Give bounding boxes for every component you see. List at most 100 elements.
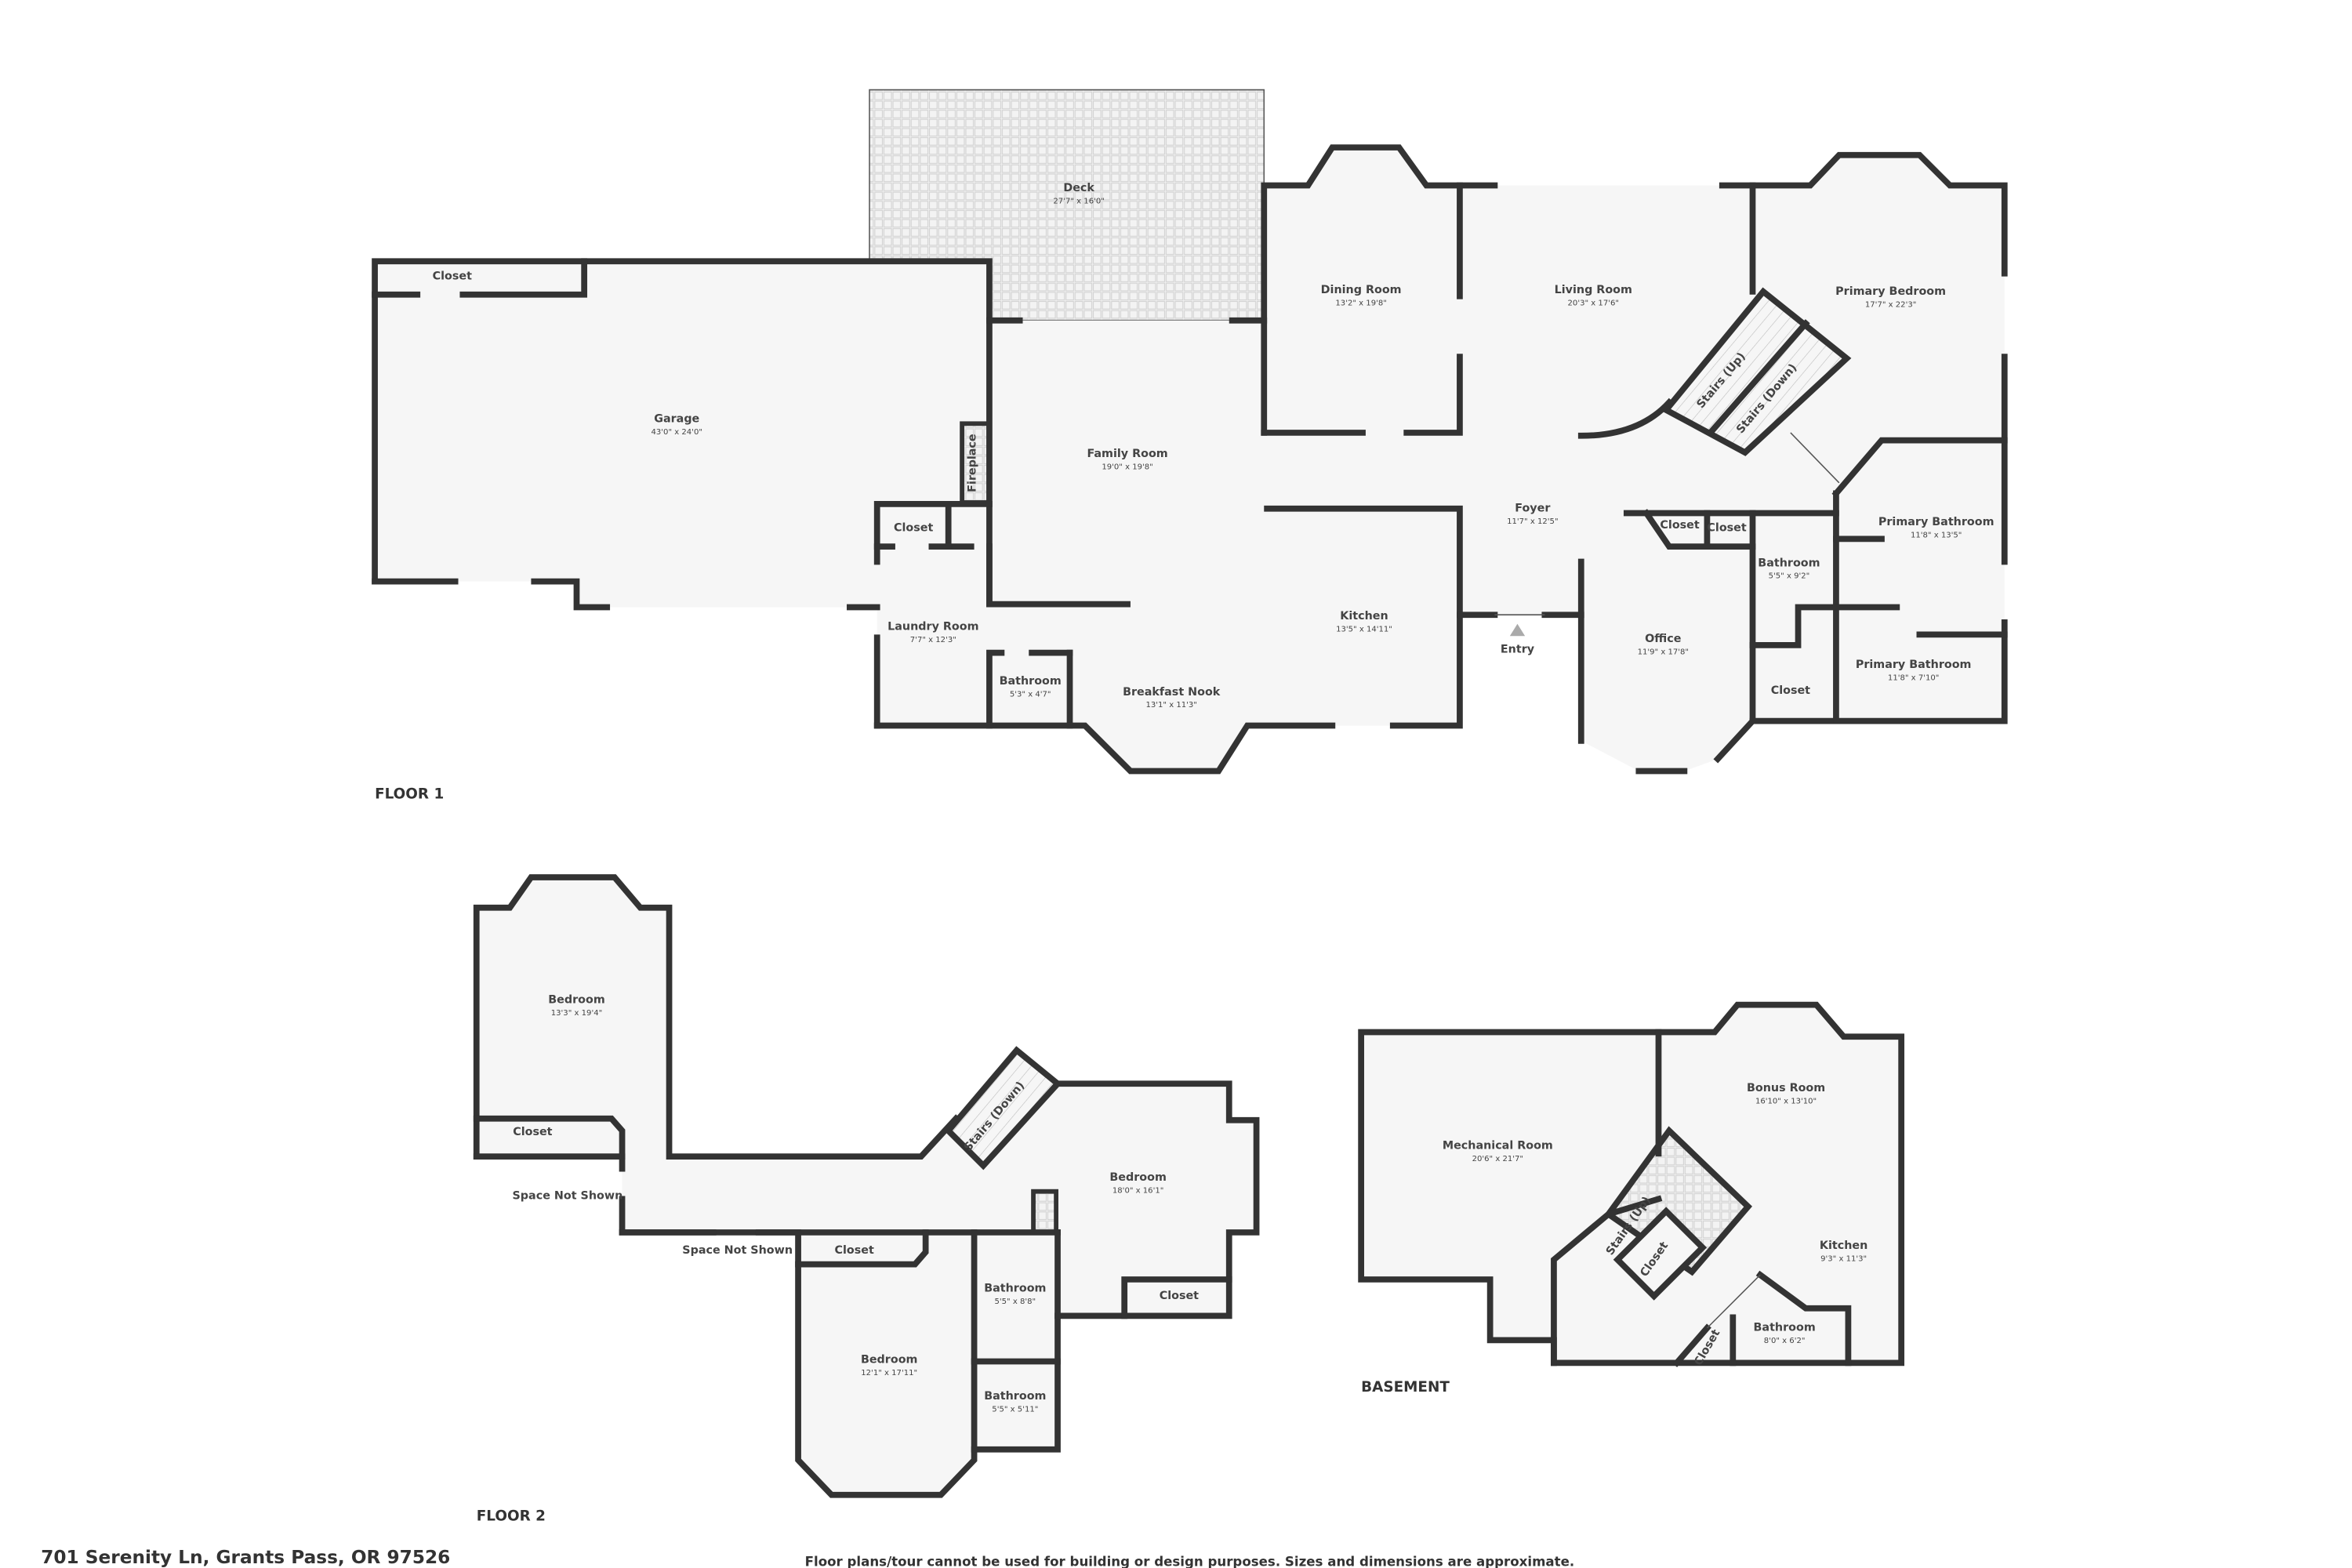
room-label-closet: Closet xyxy=(513,1126,552,1138)
room-name: Bonus Room xyxy=(1747,1082,1825,1094)
basement-label: BASEMENT xyxy=(1361,1379,1450,1396)
room-label-space-not-shown: Space Not Shown xyxy=(682,1244,793,1257)
room-name: Primary Bedroom xyxy=(1835,285,1946,298)
room-name: Garage xyxy=(654,412,699,425)
room-name: Bathroom xyxy=(984,1390,1046,1403)
room-dimensions: 13'1" x 11'3" xyxy=(1145,701,1196,710)
room-label-bedroom: Bedroom 18'0" x 16'1" xyxy=(1109,1171,1167,1195)
room-label-mechanical-room: Mechanical Room 20'6" x 21'7" xyxy=(1443,1139,1553,1163)
room-label-closet: Closet xyxy=(1771,684,1810,697)
room-dimensions: 16'10" x 13'10" xyxy=(1755,1097,1817,1105)
room-name: Closet xyxy=(1771,684,1810,697)
room-name: Bathroom xyxy=(1758,557,1820,569)
room-dimensions: 5'3" x 4'7" xyxy=(1010,691,1051,699)
room-dimensions: 13'2" x 19'8" xyxy=(1335,299,1386,307)
garage-floor xyxy=(375,261,989,608)
disclaimer: Floor plans/tour cannot be used for buil… xyxy=(805,1555,1575,1568)
room-dimensions: 11'8" x 7'10" xyxy=(1888,673,1939,682)
room-label-laundry-room: Laundry Room 7'7" x 12'3" xyxy=(887,621,978,644)
room-label-dining-room: Dining Room 13'2" x 19'8" xyxy=(1321,284,1402,307)
room-name: Closet xyxy=(513,1126,552,1138)
floor-2-label: FLOOR 2 xyxy=(477,1508,546,1525)
room-name: Dining Room xyxy=(1321,284,1402,296)
room-dimensions: 13'5" x 14'11" xyxy=(1336,625,1392,633)
room-name: Kitchen xyxy=(1820,1240,1867,1252)
room-dimensions: 9'3" x 11'3" xyxy=(1820,1255,1867,1264)
floor-1-label: FLOOR 1 xyxy=(375,786,444,802)
room-dimensions: 27'7" x 16'0" xyxy=(1053,198,1104,206)
room-label-kitchen: Kitchen 13'5" x 14'11" xyxy=(1336,610,1392,633)
room-label-bonus-room: Bonus Room 16'10" x 13'10" xyxy=(1747,1082,1825,1105)
room-dimensions: 5'5" x 5'11" xyxy=(992,1405,1038,1414)
room-label-bathroom: Bathroom 5'3" x 4'7" xyxy=(1000,675,1062,699)
room-name: Bathroom xyxy=(1000,675,1062,688)
room-name: Closet xyxy=(1707,522,1746,535)
room-label-bedroom: Bedroom 13'3" x 19'4" xyxy=(548,994,604,1018)
room-dimensions: 13'3" x 19'4" xyxy=(551,1009,602,1018)
room-label-bedroom: Bedroom 12'1" x 17'11" xyxy=(861,1353,918,1377)
room-name: Office xyxy=(1645,633,1682,645)
room-dimensions: 5'5" x 9'2" xyxy=(1769,572,1810,581)
room-dimensions: 5'5" x 8'8" xyxy=(995,1298,1036,1306)
room-name: Kitchen xyxy=(1340,610,1388,622)
room-name: Fireplace xyxy=(967,434,979,492)
room-dimensions: 17'7" x 22'3" xyxy=(1865,300,1916,309)
room-name: Space Not Shown xyxy=(682,1244,793,1257)
room-name: Bathroom xyxy=(1754,1322,1816,1334)
room-label-closet: Closet xyxy=(1160,1290,1199,1302)
room-label-bathroom: Bathroom 5'5" x 9'2" xyxy=(1758,557,1820,580)
room-name: Bathroom xyxy=(984,1282,1046,1294)
main-floor xyxy=(877,147,2005,771)
floor-2-floor xyxy=(476,877,1257,1495)
room-label-closet: Closet xyxy=(894,522,933,535)
room-label-garage: Garage 43'0" x 24'0" xyxy=(651,412,702,436)
room-name: Deck xyxy=(1063,182,1094,194)
room-name: Closet xyxy=(433,270,472,282)
room-label-closet: Closet xyxy=(433,270,472,282)
room-label-closet: Closet xyxy=(1660,519,1699,532)
room-label-bathroom: Bathroom 5'5" x 5'11" xyxy=(984,1390,1046,1414)
room-dimensions: 8'0" x 6'2" xyxy=(1764,1337,1806,1345)
room-label-closet: Closet xyxy=(1707,522,1746,535)
room-label-primary-bathroom: Primary Bathroom 11'8" x 7'10" xyxy=(1856,659,1972,682)
room-name: Foyer xyxy=(1515,503,1551,515)
room-name: Closet xyxy=(1160,1290,1199,1302)
room-label-fireplace: Fireplace xyxy=(967,434,979,492)
room-name: Primary Bathroom xyxy=(1856,659,1972,671)
room-name: Primary Bathroom xyxy=(1878,516,1994,528)
room-label-space-not-shown: Space Not Shown xyxy=(512,1189,622,1202)
room-name: Bedroom xyxy=(861,1353,918,1366)
room-dimensions: 7'7" x 12'3" xyxy=(910,636,956,644)
room-name: Bedroom xyxy=(548,994,604,1007)
floor-2-plan xyxy=(473,874,1260,1498)
room-name: Family Room xyxy=(1087,448,1167,460)
entry-arrow-icon xyxy=(1509,623,1526,637)
room-name: Space Not Shown xyxy=(512,1189,622,1202)
room-dimensions: 43'0" x 24'0" xyxy=(651,428,702,437)
room-label-closet: Closet xyxy=(835,1244,874,1257)
room-label-bathroom: Bathroom 5'5" x 8'8" xyxy=(984,1282,1046,1305)
room-name: Laundry Room xyxy=(887,621,978,633)
room-name: Mechanical Room xyxy=(1443,1139,1553,1152)
room-dimensions: 12'1" x 17'11" xyxy=(861,1369,917,1377)
room-label-bathroom: Bathroom 8'0" x 6'2" xyxy=(1754,1322,1816,1345)
room-name: Closet xyxy=(1660,519,1699,532)
room-name: Bedroom xyxy=(1109,1171,1167,1184)
floor-1-plan xyxy=(372,89,2008,775)
room-name: Living Room xyxy=(1555,284,1632,296)
room-dimensions: 20'6" x 21'7" xyxy=(1472,1155,1523,1163)
room-name: Entry xyxy=(1501,644,1535,656)
room-label-deck: Deck 27'7" x 16'0" xyxy=(1053,182,1104,205)
room-label-entry: Entry xyxy=(1501,644,1535,656)
room-dimensions: 20'3" x 17'6" xyxy=(1568,299,1619,307)
fireplace-floor-2 xyxy=(1031,1189,1058,1235)
room-dimensions: 18'0" x 16'1" xyxy=(1112,1187,1163,1196)
basement-plan xyxy=(1358,1001,1905,1367)
room-label-primary-bedroom: Primary Bedroom 17'7" x 22'3" xyxy=(1835,285,1946,309)
